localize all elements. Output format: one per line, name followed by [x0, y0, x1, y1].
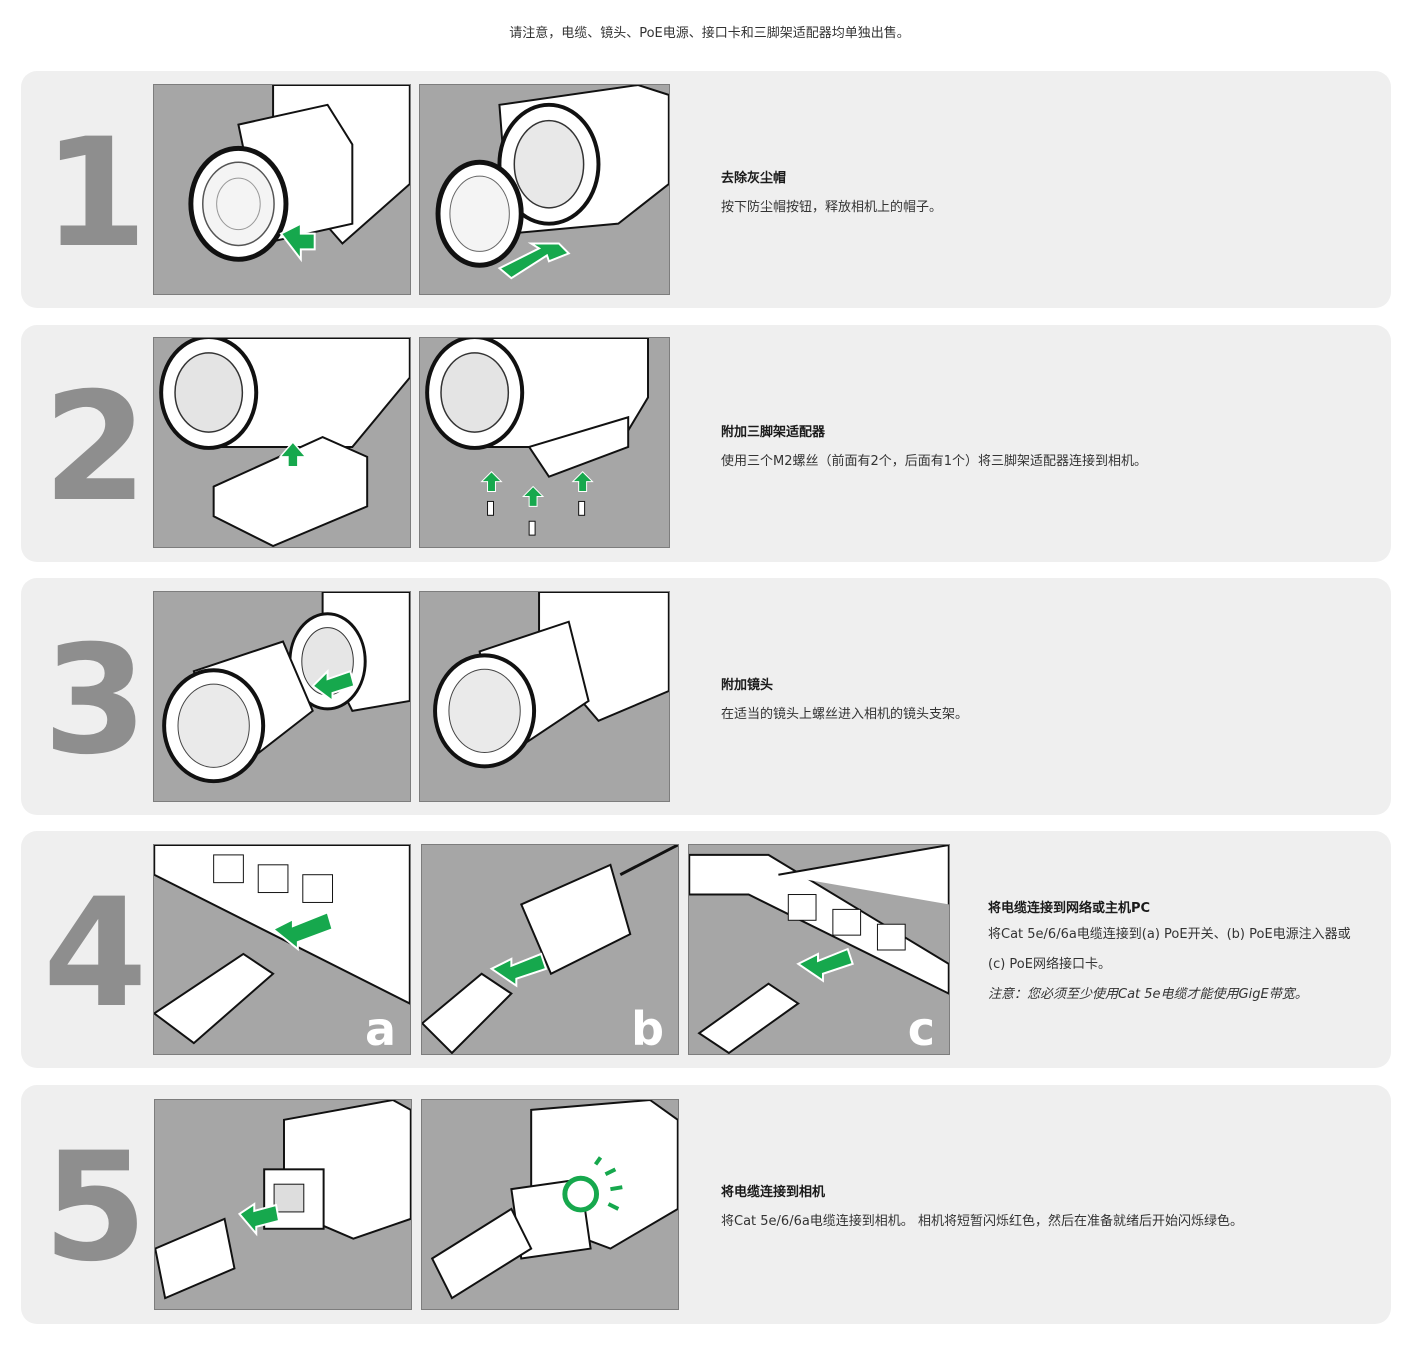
step-2-image-screws	[419, 337, 670, 548]
step-4-text: 将电缆连接到网络或主机PC 将Cat 5e/6/6a电缆连接到(a) PoE开关…	[988, 897, 1351, 1010]
step-title: 附加三脚架适配器	[721, 425, 826, 440]
panel-label-a: a	[364, 1002, 396, 1055]
step-title: 去除灰尘帽	[721, 171, 787, 186]
step-2-card: 2 附加三脚架适配器 使用三个M2螺丝（前面有2个，后面有1个）将三脚架适配器连…	[21, 325, 1391, 562]
step-1-text: 去除灰尘帽 按下防尘帽按钮，释放相机上的帽子。	[721, 167, 942, 216]
step-title: 将电缆连接到相机	[721, 1185, 826, 1200]
panel-label-b: b	[631, 1002, 664, 1055]
step-number: 2	[43, 361, 147, 535]
step-description: 在适当的镜头上螺丝进入相机的镜头支架。	[721, 707, 969, 722]
step-number: 4	[43, 867, 147, 1041]
step-description: 将Cat 5e/6/6a电缆连接到相机。 相机将短暂闪烁红色，然后在准备就绪后开…	[721, 1214, 1243, 1229]
step-1-image-remove-cap-pull	[419, 84, 670, 295]
step-2-image-tripod-adapter	[153, 337, 411, 548]
step-description: 使用三个M2螺丝（前面有2个，后面有1个）将三脚架适配器连接到相机。	[721, 454, 1148, 469]
step-5-text: 将电缆连接到相机 将Cat 5e/6/6a电缆连接到相机。 相机将短暂闪烁红色，…	[721, 1181, 1243, 1230]
step-4-image-poe-switch: a	[153, 844, 411, 1055]
step-3-image-lens-attach	[153, 591, 411, 802]
step-1-image-remove-cap-press	[153, 84, 411, 295]
step-title: 附加镜头	[721, 678, 774, 693]
step-number: 5	[43, 1121, 147, 1295]
step-description-line-2: (c) PoE网络接口卡。	[988, 957, 1111, 972]
step-5-image-plug-camera	[154, 1099, 412, 1310]
step-5-image-camera-led	[421, 1099, 679, 1310]
step-3-text: 附加镜头 在适当的镜头上螺丝进入相机的镜头支架。	[721, 674, 968, 723]
step-number: 3	[43, 614, 147, 788]
step-note: 注意：您必须至少使用Cat 5e电缆才能使用GigE带宽。	[988, 987, 1308, 1002]
step-4-image-poe-injector: b	[421, 844, 679, 1055]
step-4-image-poe-nic: c	[688, 844, 950, 1055]
step-2-text: 附加三脚架适配器 使用三个M2螺丝（前面有2个，后面有1个）将三脚架适配器连接到…	[721, 421, 1147, 470]
step-4-card: 4 a b c 将电缆连接到	[21, 831, 1391, 1068]
panel-label-c: c	[907, 1002, 935, 1055]
step-3-card: 3 附加镜头 在适当的镜头上螺丝进入相机的镜头支架。	[21, 578, 1391, 815]
step-description: 按下防尘帽按钮，释放相机上的帽子。	[721, 200, 943, 215]
step-title: 将电缆连接到网络或主机PC	[988, 901, 1151, 916]
step-3-image-lens-mounted	[419, 591, 670, 802]
step-description: 将Cat 5e/6/6a电缆连接到(a) PoE开关、(b) PoE电源注入器或	[988, 927, 1351, 942]
notice-text: 请注意，电缆、镜头、PoE电源、接口卡和三脚架适配器均单独出售。	[509, 26, 910, 41]
step-number: 1	[43, 107, 147, 281]
step-1-card: 1 去除灰尘帽 按下防尘帽按钮，释放相机上的帽子。	[21, 71, 1391, 308]
step-5-card: 5 将电缆连接到相机 将Cat 5e/6/6a电缆连接到相机。 相机将短暂闪烁红…	[21, 1085, 1391, 1324]
